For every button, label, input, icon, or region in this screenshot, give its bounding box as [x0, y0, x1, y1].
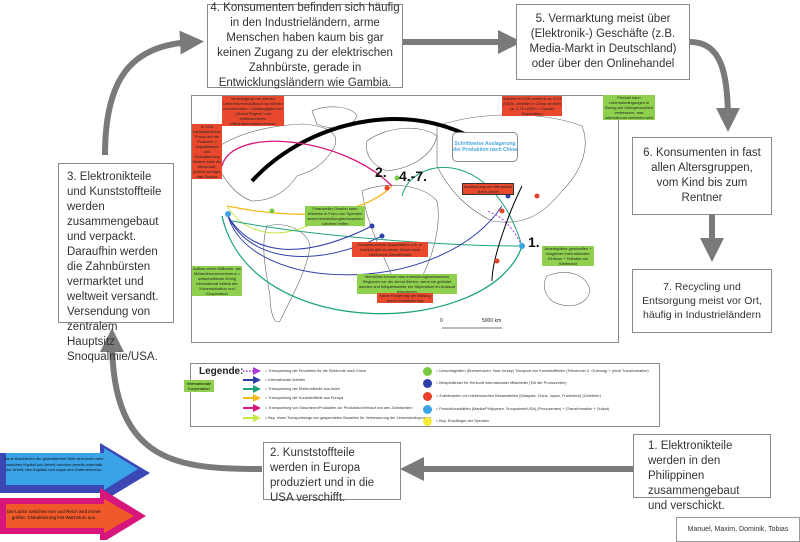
step-1-text: 1. Elektronikteile werden in den Philipp…	[648, 440, 740, 512]
label-gambia: Sozialräumliche Disparitäten, z.B. in Ga…	[352, 242, 428, 257]
map-drawing	[211, 106, 591, 329]
legend-dot-1-text: = Beispielländer für Herkunft internatio…	[436, 381, 567, 385]
legend-arrow-4-text: = Transportweg von Maschinen/Produkten z…	[265, 406, 413, 410]
port-dot-bremerhaven	[394, 175, 400, 181]
international-cooperation-label: Internationale Kooperation	[184, 380, 214, 392]
supplier-dot-china	[499, 208, 505, 214]
side-arrows	[0, 443, 150, 540]
route-teal-1	[221, 215, 523, 315]
step-4-box: 4. Konsumenten befinden sich häufig in d…	[207, 2, 403, 89]
legend-dot-0-text: = Umschlaghäfen (Bremerhaven, New Jersey…	[436, 369, 649, 373]
australia-outline	[543, 272, 591, 307]
marker-1: 1.	[528, 234, 540, 250]
worker-dot-1	[369, 223, 375, 229]
legend-arrow-5	[243, 414, 261, 422]
step-6-text: 6. Konsumenten in fast allen Altersgrupp…	[643, 147, 761, 204]
route-teal-2	[401, 166, 523, 247]
legend-arrow-5-text: = Bsp. eines Transportwegs von gespendet…	[265, 416, 432, 420]
step-1-box: 1. Elektronikteile werden in den Philipp…	[633, 434, 771, 512]
legend-dot-4-text: = Bsp. Empfänger der Spenden	[436, 419, 490, 423]
legend-arrow-2	[243, 385, 261, 393]
marker-2: 2.	[375, 164, 387, 180]
legend-arrow-3	[243, 394, 261, 402]
step-7-box: 7. Recycling und Entsorgung meist vor Or…	[632, 269, 772, 333]
legend-arrow-0	[243, 367, 261, 375]
legend-arrow-3-text: = Transportweg der Kunststoffteile aus E…	[265, 396, 344, 400]
arrow-2-to-3	[100, 328, 263, 472]
route-teal-3	[231, 220, 523, 247]
route-magenta	[221, 140, 393, 187]
legend-dot-4	[423, 417, 432, 426]
label-usa-focus: In USA hauptsächlicher Fokus auf die Fin…	[192, 124, 222, 179]
supplier-dot-france	[384, 185, 390, 191]
red-arrow-text: Die Lücke zwischen Arm und Reich wird im…	[7, 509, 101, 520]
route-blue-1	[227, 215, 373, 250]
step-7-text: 7. Recycling und Entsorgung meist vor Or…	[642, 281, 762, 321]
legend-arrow-0-text: = Transportweg der Einzelteile für die E…	[265, 369, 366, 373]
production-dot-usa	[225, 211, 231, 217]
legend-dot-1	[423, 379, 432, 388]
legend-arrow-1	[243, 376, 261, 384]
arrow-5-to-6	[689, 39, 740, 132]
step-3-text: 3. Elektronikteile und Kunststoffteile w…	[67, 171, 162, 363]
legend-dot-3	[423, 405, 432, 414]
legend-arrow-1-text: = Internationale Arbeiter	[265, 378, 306, 382]
marker-4-7: 4.-7.	[399, 168, 428, 184]
legend-arrow-4	[243, 404, 261, 412]
label-verdraengung: Verdrängung von kleinen Unternehmen/Aufk…	[222, 96, 284, 126]
label-aufbau: Aufbau eines Millionen- bis Milliardenun…	[192, 266, 242, 296]
arrow-3-to-4	[102, 30, 204, 156]
label-product-green: Produkt kann Lebensbedingungen in Bezug …	[603, 95, 655, 120]
scale-end: 5000 km	[482, 318, 502, 324]
label-wages: Arbeiter in USA verdient ca. 9.14 USD/h;…	[502, 96, 562, 116]
step-5-box: 5. Vermarktung meist über (Elektronik-) …	[516, 4, 690, 80]
legend-title: Legende:	[199, 366, 244, 377]
label-arbeitsplaetze: Arbeitsplätze geschaffen + möglicher int…	[542, 246, 594, 266]
supplier-dot-malaysia	[494, 258, 500, 264]
label-menschen: Menschen können aus entwicklungsschwache…	[357, 274, 457, 294]
step-3-box: 3. Elektronikteile und Kunststoffteile w…	[58, 163, 174, 363]
legend-arrow-2-text: = Transportweg der Elektronikteile aus A…	[265, 387, 341, 391]
step-4-text: 4. Konsumenten befinden sich häufig in d…	[210, 2, 400, 89]
label-finanz: Finanzieller Gewinn kann teilweise in Fo…	[305, 206, 365, 226]
step-2-text: 2. Kunststoffteile werden in Europa prod…	[270, 447, 375, 504]
scale-start: 0	[440, 318, 443, 324]
credits: Manuel, Maxim, Dominik, Tobias	[676, 517, 800, 542]
production-dot-manila	[519, 243, 525, 249]
legend: Legende: = Transportweg der Einzelteile …	[190, 363, 660, 427]
step-6-box: 6. Konsumenten in fast allen Altersgrupp…	[632, 137, 772, 215]
legend-dot-3-text: = Produktionsstätten (Manila/Philippinen…	[436, 407, 610, 411]
legend-dot-2	[423, 392, 432, 401]
label-ausbeutung: Ausbeutung von Menschen durch Arbeit	[462, 183, 514, 195]
legend-dot-2-text: = Zulieferanten von elektronischen Besta…	[436, 394, 601, 398]
step-2-box: 2. Kunststoffteile werden in Europa prod…	[263, 442, 401, 504]
step-5-text: 5. Vermarktung meist über (Elektronik-) …	[529, 13, 677, 70]
europe-outline	[366, 127, 438, 172]
world-map: 3. 2. 4.-7. 1. Schrittweise Auslagerung …	[191, 95, 619, 343]
supplier-dot-japan	[534, 193, 540, 199]
route-black-thin	[491, 185, 523, 282]
legend-swatches	[243, 367, 261, 422]
blue-arrow-text: Neue Bruchlinien der globalisierten Welt…	[4, 456, 104, 472]
route-blue-3	[227, 205, 503, 276]
greenland-outline	[311, 106, 358, 129]
china-callout: Schrittweise Auslagerung der Produktion …	[452, 132, 518, 162]
worker-dot-2	[379, 233, 385, 239]
north-america-outline	[211, 123, 337, 202]
port-dot-newjersey	[269, 208, 275, 214]
south-america-outline	[263, 224, 311, 323]
legend-dot-0	[423, 367, 432, 376]
label-bildung: Keine Förderung der Bildung durch Global…	[377, 293, 433, 303]
